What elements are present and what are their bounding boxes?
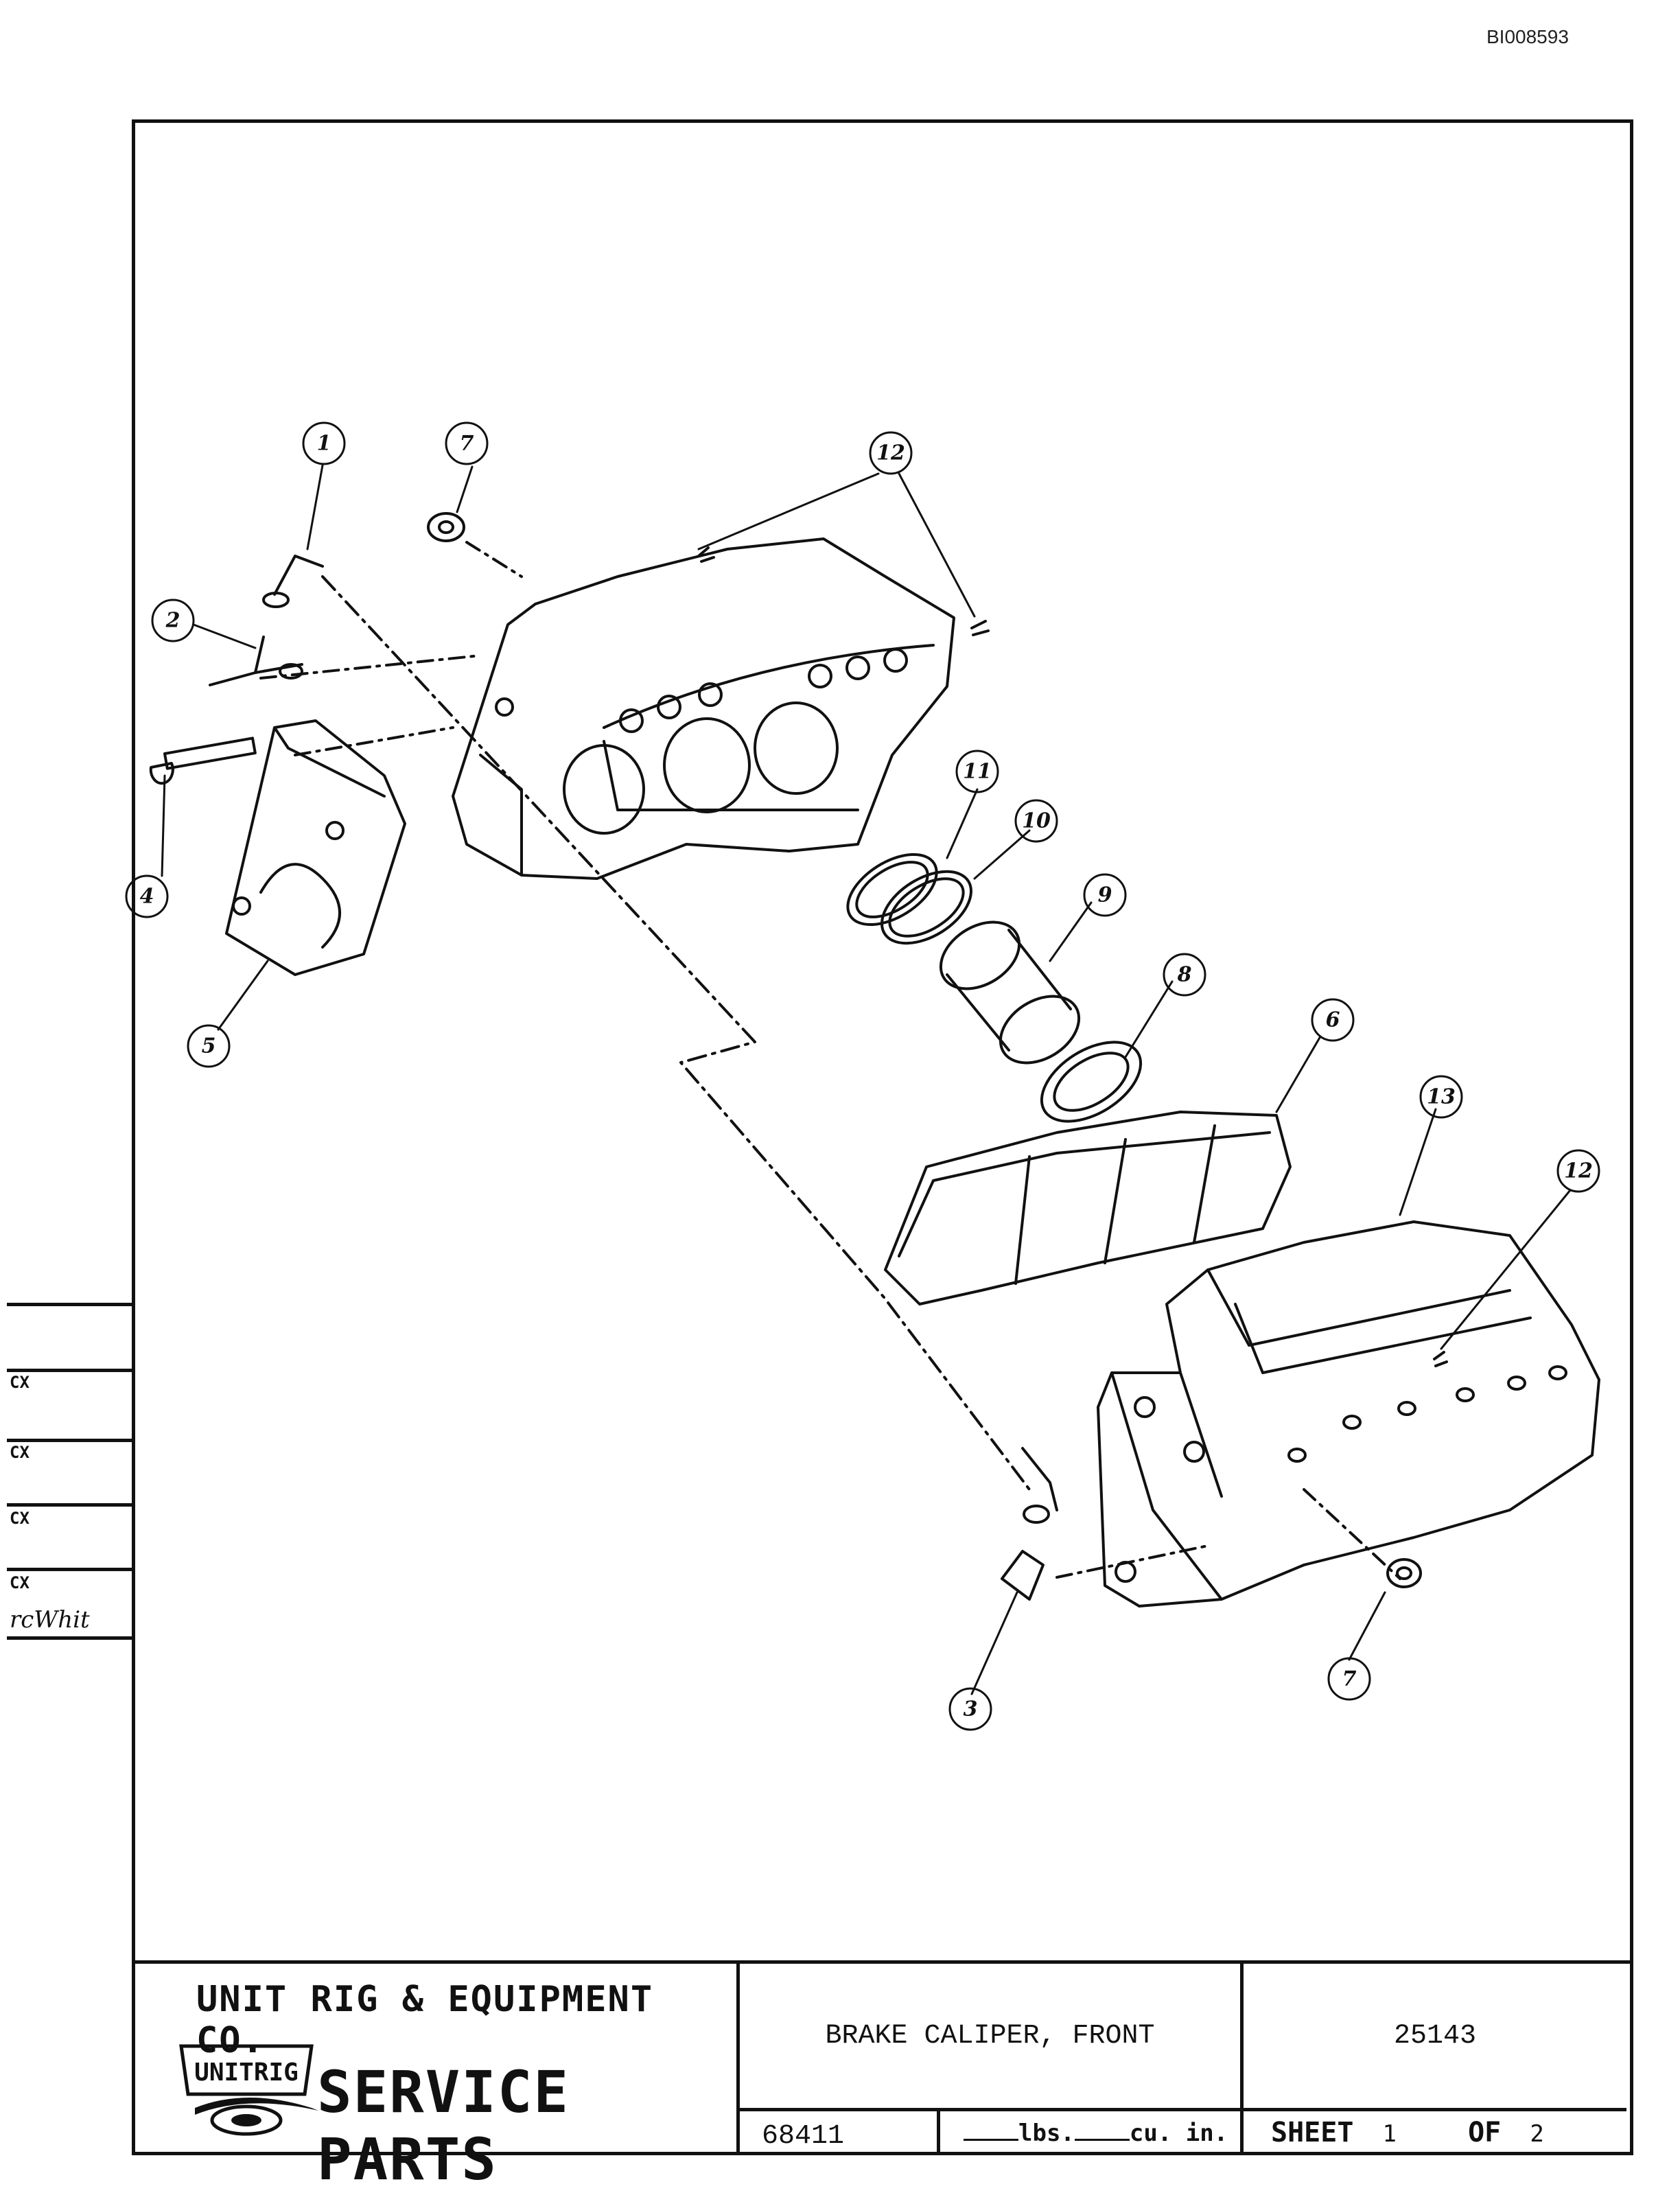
- callout-2: 2: [165, 609, 180, 633]
- weight-label: lbs.: [1018, 2120, 1075, 2147]
- title-block-bottom-row: 68411 lbs. cu. in. SHEET 1 OF 2: [740, 2108, 1626, 2155]
- part-code: 68411: [740, 2111, 940, 2155]
- drawing-title: BRAKE CALIPER, FRONT: [740, 1964, 1244, 2108]
- margin-tab-line: [7, 1439, 132, 1442]
- title-block: UNIT RIG & EQUIPMENT CO. UNITRIG SERVICE…: [132, 1960, 1633, 2193]
- pin-centerline: [259, 654, 482, 680]
- callout-9: 9: [1098, 883, 1112, 907]
- margin-tab-label: CX: [10, 1373, 30, 1392]
- margin-tab-line: [7, 1568, 132, 1571]
- sheet-cell: SHEET 1 OF 2: [1244, 2111, 1626, 2155]
- department-label: SERVICE PARTS: [317, 2058, 570, 2193]
- seal-ring-inner: [880, 870, 972, 945]
- unitrig-logo: UNITRIG: [179, 2044, 318, 2136]
- margin-tab-line: [7, 1636, 132, 1640]
- drawing-number: 25143: [1393, 2020, 1477, 2052]
- callout-11: 11: [963, 760, 992, 784]
- callout-7-top: 7: [460, 432, 474, 456]
- callout-10: 10: [1022, 809, 1051, 833]
- callout-8: 8: [1177, 963, 1192, 987]
- assembly-centerline: [321, 575, 1031, 1491]
- callout-1: 1: [317, 432, 331, 456]
- margin-tab-label: CX: [10, 1509, 30, 1528]
- margin-tab-line: [7, 1503, 132, 1507]
- brake-line-fitting: [1021, 1447, 1058, 1511]
- callout-3: 3: [964, 1697, 978, 1721]
- washer-bottom-centerline: [1303, 1488, 1401, 1580]
- caliper-housing-inner: [452, 537, 990, 880]
- sheet-label: SHEET: [1271, 2117, 1354, 2148]
- brake-pad: [884, 1111, 1292, 1306]
- washer-top: [427, 512, 465, 542]
- callout-circles: [125, 421, 1600, 1731]
- volume-label: cu. in.: [1129, 2120, 1228, 2147]
- callout-12-top: 12: [876, 441, 905, 465]
- washer-bottom: [1386, 1558, 1422, 1588]
- callout-7-bottom: 7: [1342, 1667, 1357, 1691]
- callout-6: 6: [1326, 1008, 1340, 1032]
- weight-volume-cell: lbs. cu. in.: [940, 2111, 1244, 2155]
- bolt-centerline: [294, 726, 454, 756]
- callout-12-right: 12: [1564, 1159, 1593, 1183]
- fitting-centerline: [1055, 1544, 1209, 1579]
- company-name: UNIT RIG & EQUIPMENT CO.: [196, 1979, 654, 2061]
- margin-tab-line: [7, 1369, 132, 1372]
- of-label: OF: [1468, 2117, 1502, 2148]
- leader-lines: [161, 464, 1572, 1695]
- sheet-total: 2: [1530, 2120, 1544, 2148]
- company-cell: UNIT RIG & EQUIPMENT CO. UNITRIG SERVICE…: [132, 1964, 740, 2193]
- sheet-number: 1: [1382, 2120, 1397, 2148]
- drawing-frame: [132, 119, 1633, 2155]
- caliper-housing-outer: [1097, 1220, 1600, 1608]
- margin-tab-label: CX: [10, 1573, 30, 1592]
- callout-5: 5: [202, 1034, 216, 1058]
- margin-tab-label: CX: [10, 1443, 30, 1462]
- dust-boot: [1040, 1041, 1143, 1123]
- svg-text:UNITRIG: UNITRIG: [194, 2058, 299, 2087]
- document-id: BI008593: [1486, 26, 1569, 47]
- seal-ring-outer: [846, 852, 938, 927]
- mounting-bracket: [149, 719, 406, 976]
- bleeder-pin: [273, 555, 324, 596]
- piston: [939, 920, 1081, 1065]
- margin-tab-line: [7, 1303, 132, 1306]
- callout-4: 4: [140, 885, 154, 909]
- margin-handwriting: rcWhit: [10, 1606, 90, 1634]
- washer-top-centerline: [465, 541, 523, 578]
- callout-13: 13: [1427, 1085, 1456, 1109]
